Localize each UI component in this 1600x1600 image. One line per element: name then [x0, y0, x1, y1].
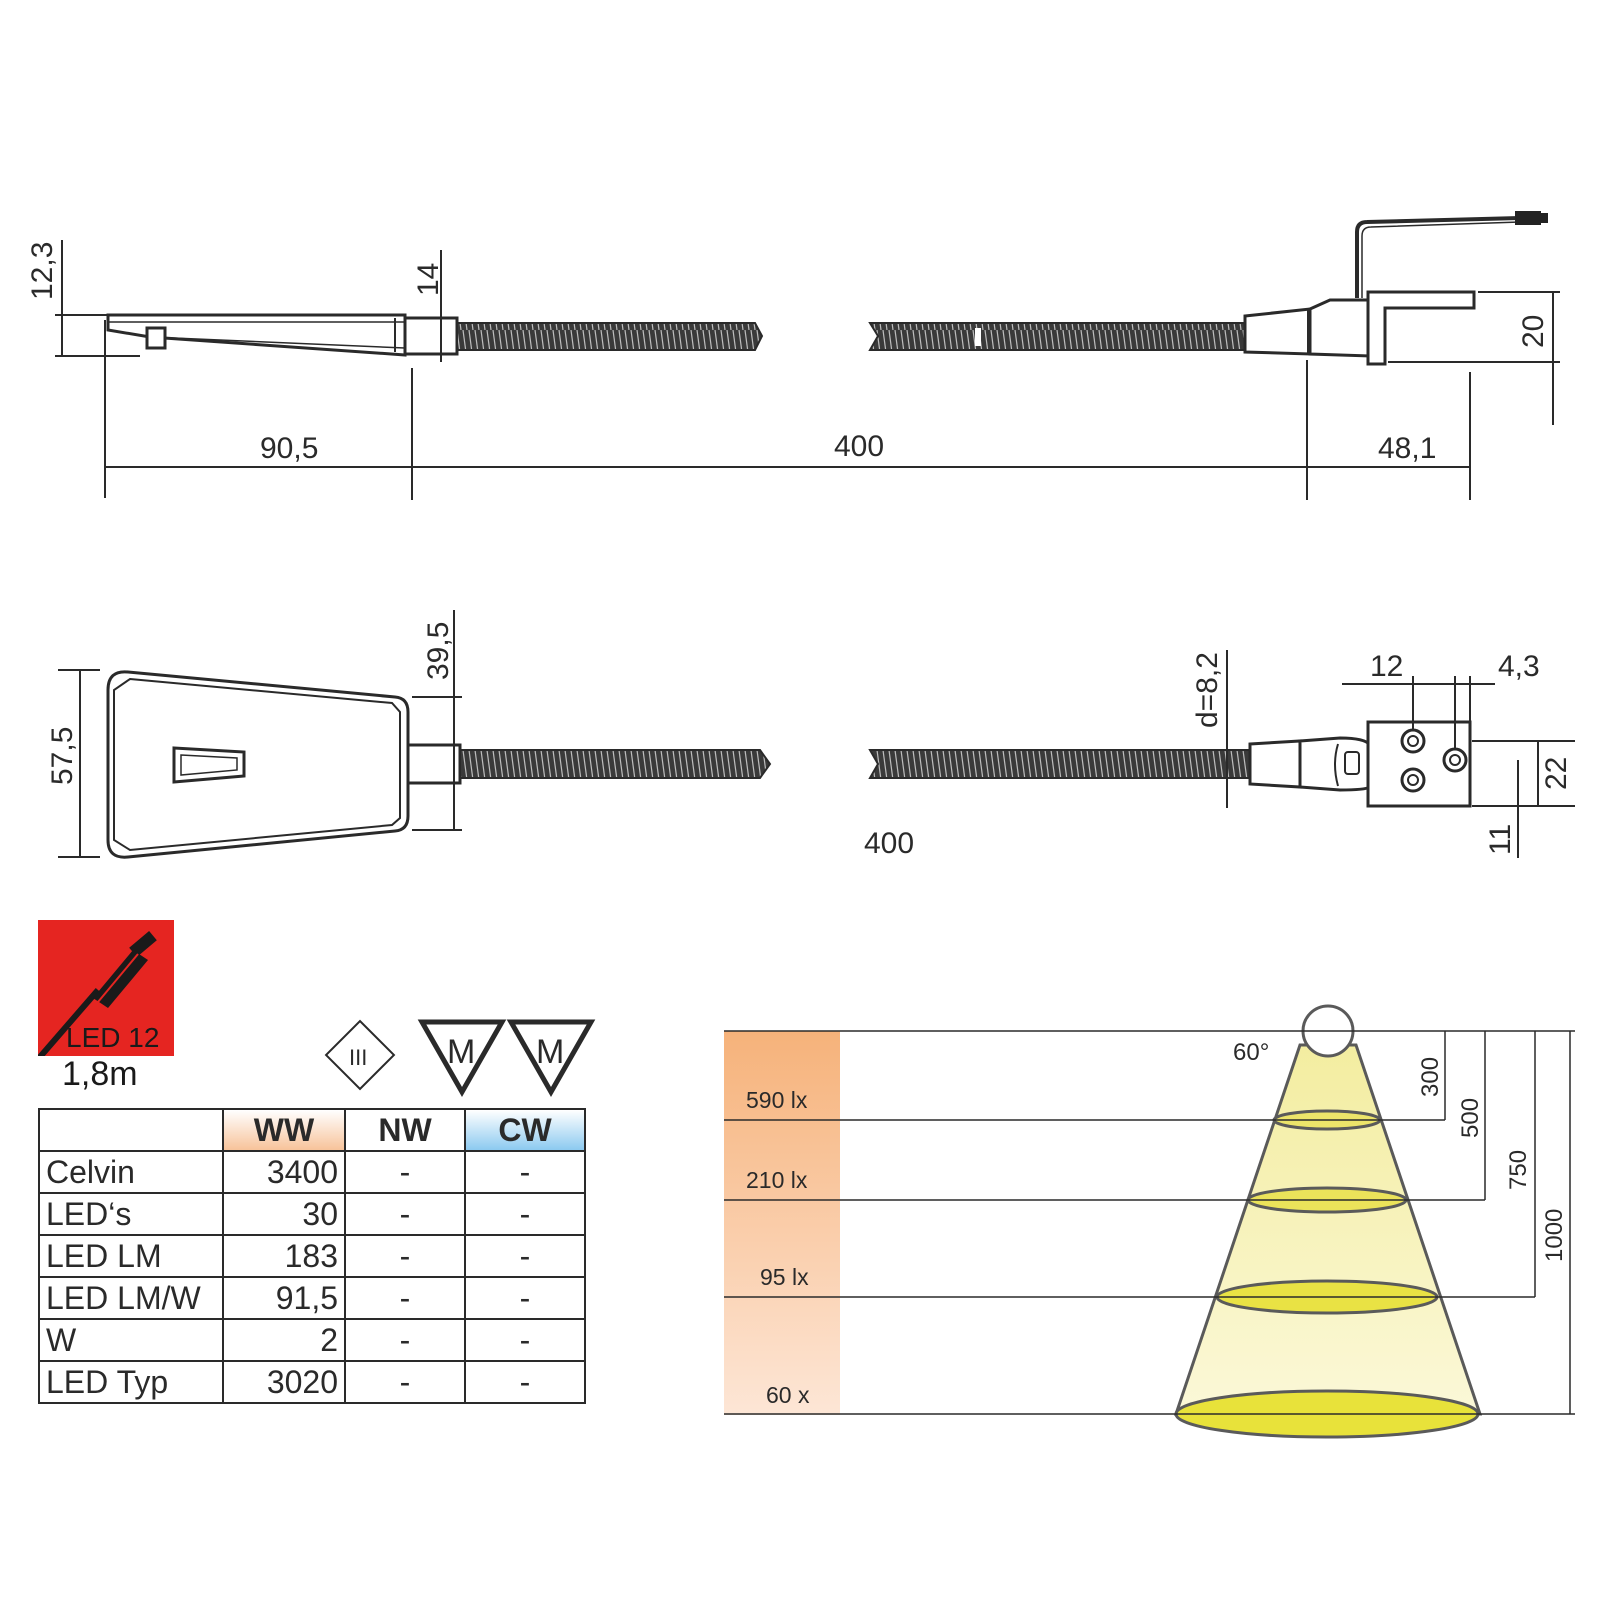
- plug-icon: [1515, 211, 1541, 225]
- header-nw: NW: [344, 1108, 466, 1152]
- cell-nw: -: [344, 1360, 466, 1404]
- gooseneck-right-side: [868, 322, 1246, 351]
- row-label: LED Typ: [38, 1360, 224, 1404]
- distance-value: 1000: [1541, 1209, 1568, 1262]
- top-view: 57,5 39,5 d=8,2 12 4,3 22 11 400: [46, 610, 1575, 860]
- gooseneck-left-side: [456, 322, 764, 351]
- dim-length-arm-top: 400: [864, 827, 914, 860]
- cell-nw: -: [344, 1318, 466, 1362]
- led-badge: LED 12: [38, 920, 174, 1056]
- mount-label-2: M: [536, 1033, 564, 1071]
- table-header-row: WW NW CW: [38, 1108, 586, 1152]
- dim-head-width: 57,5: [46, 727, 79, 785]
- cell-cw: -: [464, 1318, 586, 1362]
- led-connector-icon: [38, 931, 157, 1056]
- cell-cw: -: [464, 1150, 586, 1194]
- distance-value: 300: [1417, 1057, 1444, 1097]
- mount-triangle-icon: [506, 1019, 596, 1098]
- lamp-head-top: [106, 670, 410, 859]
- table-row: LED Typ 3020 - -: [38, 1360, 586, 1404]
- cell-cw: -: [464, 1276, 586, 1320]
- dim-edge-offset: 4,3: [1498, 650, 1540, 683]
- cell-nw: -: [344, 1192, 466, 1236]
- row-label: Celvin: [38, 1150, 224, 1194]
- cell-ww: 2: [222, 1318, 346, 1362]
- light-cone: [1173, 1043, 1483, 1416]
- row-label: LED LM: [38, 1234, 224, 1278]
- dim-length-head: 90,5: [260, 432, 318, 465]
- dim-hole-offset: 11: [1484, 824, 1517, 855]
- dim-neck-width: 39,5: [422, 622, 455, 680]
- protection-class-label: III: [349, 1045, 367, 1070]
- gooseneck-left-top: [459, 749, 772, 779]
- cell-cw: -: [464, 1192, 586, 1236]
- row-label: W: [38, 1318, 224, 1362]
- header-empty: [38, 1108, 224, 1152]
- head-foot: [145, 326, 167, 350]
- bracket-side: [1366, 290, 1476, 366]
- table-row: LED LM 183 - -: [38, 1234, 586, 1278]
- cell-cw: -: [464, 1360, 586, 1404]
- lux-band: [724, 1031, 840, 1415]
- badge-label: LED 12: [66, 1022, 160, 1053]
- light-cone-diagram: 60° 590 lx 210 lx 95 lx 60 x 300 500 750…: [724, 1004, 1575, 1439]
- lamp-neck-side: [403, 316, 459, 356]
- cell-nw: -: [344, 1150, 466, 1194]
- cable-length: 1,8m: [62, 1055, 138, 1093]
- cell-ww: 3020: [222, 1360, 346, 1404]
- dim-length-arm: 400: [834, 430, 884, 463]
- screw-hole: [1400, 728, 1426, 754]
- table-row: Celvin 3400 - -: [38, 1150, 586, 1194]
- end-fitting-top: [1248, 739, 1302, 789]
- led-window: [172, 746, 246, 784]
- distance-value: 750: [1505, 1150, 1532, 1190]
- certification-symbols: III M M: [324, 1019, 596, 1098]
- dim-hole-spacing: 12: [1370, 650, 1403, 683]
- lamp-neck-top: [406, 743, 462, 785]
- dim-block-height: 22: [1540, 757, 1573, 790]
- dim-height-left: 12,3: [26, 242, 59, 300]
- distance-value: 500: [1457, 1098, 1484, 1138]
- gooseneck-right-top: [868, 749, 1251, 779]
- mount-triangle-icon: [417, 1019, 507, 1098]
- side-view: 12,3 14 20 90,5 400 48,1: [26, 211, 1560, 500]
- cone-angle: 60°: [1233, 1039, 1269, 1066]
- cell-cw: -: [464, 1234, 586, 1278]
- cell-ww: 30: [222, 1192, 346, 1236]
- table-row: LED LM/W 91,5 - -: [38, 1276, 586, 1320]
- lux-value: 95 lx: [760, 1264, 809, 1290]
- header-cw: CW: [464, 1108, 586, 1152]
- spec-table: WW NW CW Celvin 3400 - - LED‘s 30 - - LE…: [38, 1108, 586, 1404]
- cell-ww: 3400: [222, 1150, 346, 1194]
- cable: [1355, 216, 1521, 298]
- protection-class-icon: [324, 1019, 396, 1091]
- row-label: LED LM/W: [38, 1276, 224, 1320]
- lux-value: 590 lx: [746, 1087, 808, 1113]
- lux-value: 210 lx: [746, 1167, 808, 1193]
- lux-value: 60 x: [766, 1382, 810, 1408]
- dim-neck: 14: [412, 263, 445, 296]
- cell-nw: -: [344, 1276, 466, 1320]
- header-ww: WW: [222, 1108, 346, 1152]
- screw-hole: [1442, 747, 1468, 773]
- cell-ww: 91,5: [222, 1276, 346, 1320]
- dim-length-tail: 48,1: [1378, 432, 1436, 465]
- dim-height-right: 20: [1517, 315, 1550, 348]
- mount-label-1: M: [447, 1033, 475, 1071]
- screw-hole: [1400, 767, 1426, 793]
- cell-ww: 183: [222, 1234, 346, 1278]
- end-fitting-side: [1243, 307, 1312, 356]
- cell-nw: -: [344, 1234, 466, 1278]
- table-row: LED‘s 30 - -: [38, 1192, 586, 1236]
- row-label: LED‘s: [38, 1192, 224, 1236]
- dim-diameter: d=8,2: [1191, 652, 1224, 728]
- table-row: W 2 - -: [38, 1318, 586, 1362]
